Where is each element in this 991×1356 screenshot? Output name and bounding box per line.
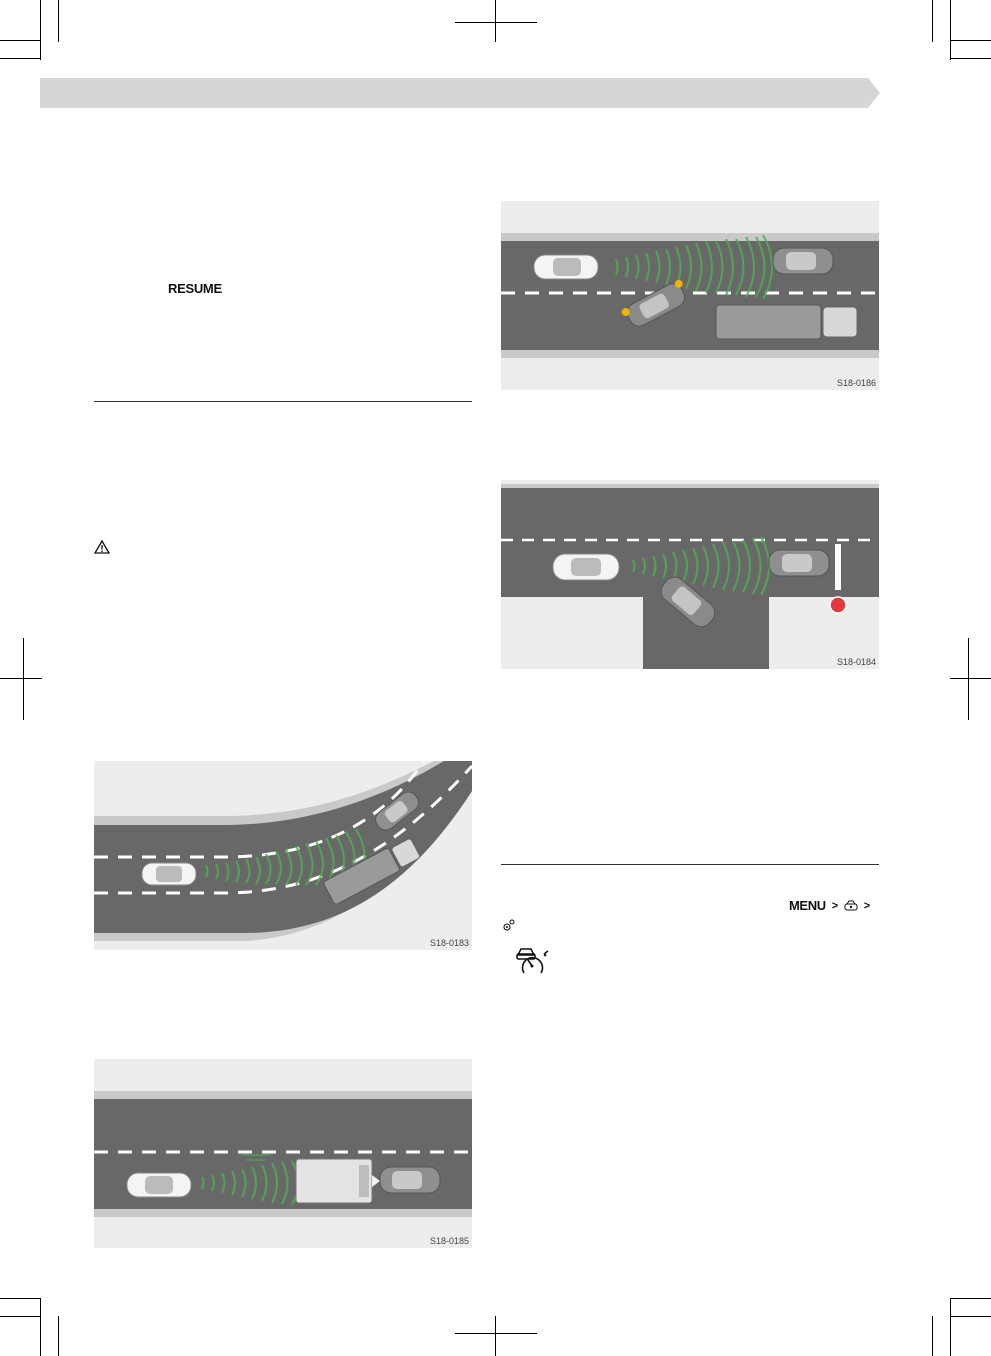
figure-intersection-turning-vehicle: S18-0184 bbox=[501, 480, 879, 669]
menu-path: MENU > > bbox=[789, 898, 870, 913]
path-separator: > bbox=[831, 899, 838, 912]
menu-label: MENU bbox=[789, 898, 826, 913]
gear-icon bbox=[503, 919, 515, 931]
section-divider bbox=[94, 401, 472, 402]
figure-code: S18-0183 bbox=[429, 938, 469, 948]
header-bar bbox=[40, 78, 880, 108]
figure-code: S18-0184 bbox=[836, 657, 876, 667]
figure-vehicle-ahead-obscured: S18-0185 bbox=[94, 1059, 472, 1248]
warning-triangle-icon bbox=[94, 540, 110, 554]
resume-button-label: RESUME bbox=[168, 281, 222, 296]
figure-code: S18-0186 bbox=[836, 378, 876, 388]
car-settings-icon bbox=[844, 900, 858, 910]
cruise-control-icon bbox=[516, 948, 549, 974]
figure-curve-road: S18-0183 bbox=[94, 761, 472, 950]
figure-code: S18-0185 bbox=[429, 1236, 469, 1246]
path-separator: > bbox=[863, 899, 870, 912]
figure-overtaking-vehicle: S18-0186 bbox=[501, 201, 879, 390]
section-divider bbox=[501, 864, 879, 865]
